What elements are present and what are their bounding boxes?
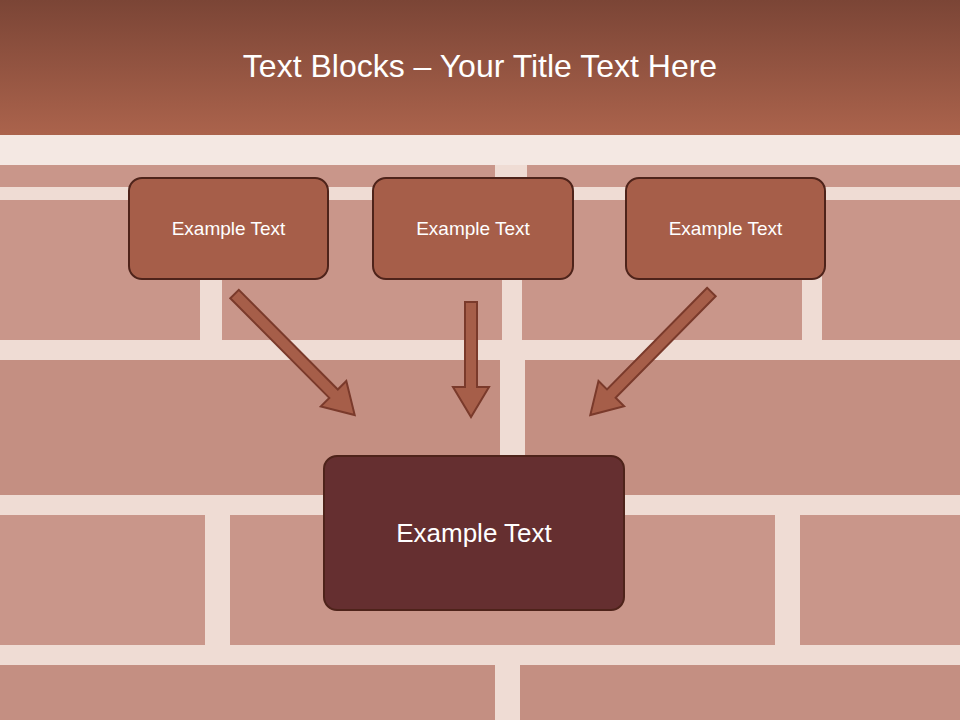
block-text: Example Text <box>657 218 795 240</box>
text-block: Example Text <box>128 177 329 280</box>
text-block: Example Text <box>625 177 826 280</box>
block-text: Example Text <box>160 218 298 240</box>
result-block: Example Text <box>323 455 625 611</box>
text-block: Example Text <box>372 177 574 280</box>
block-arrow <box>453 302 489 417</box>
block-text: Example Text <box>384 518 564 549</box>
block-arrow <box>590 288 715 415</box>
block-arrow <box>230 290 354 415</box>
slide-title: Text Blocks – Your Title Text Here <box>0 48 960 85</box>
block-text: Example Text <box>404 218 542 240</box>
